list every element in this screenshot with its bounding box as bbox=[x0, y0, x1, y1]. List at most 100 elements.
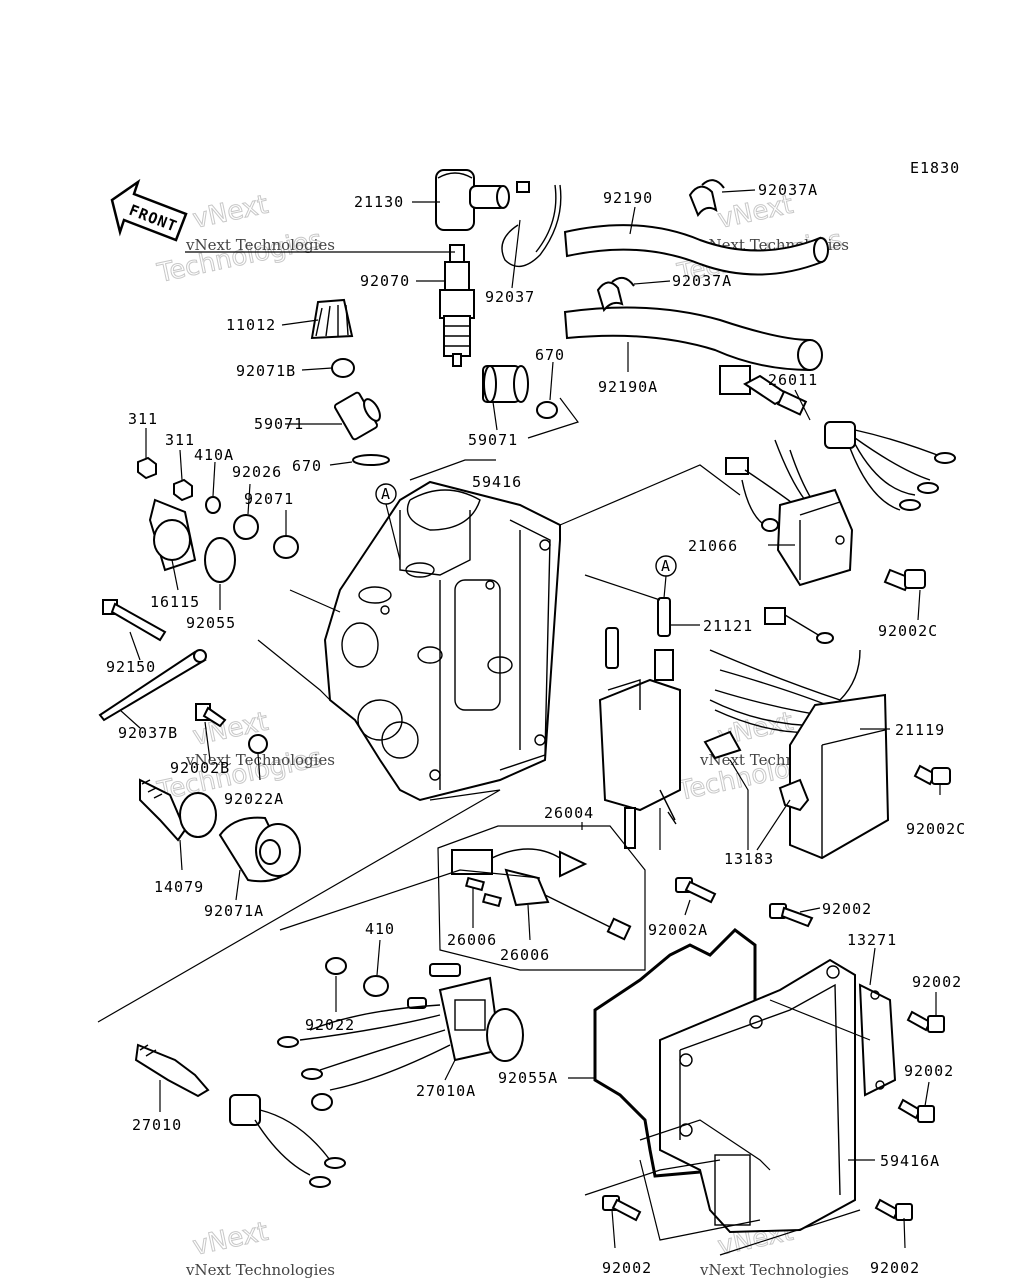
svg-text:vNext Technologies: vNext Technologies bbox=[185, 1261, 335, 1279]
switch-27010A bbox=[277, 963, 524, 1111]
washer-92022A bbox=[248, 734, 268, 754]
label-16115: 16115 bbox=[150, 593, 200, 611]
svg-text:vNext: vNext bbox=[190, 190, 271, 235]
grommet-92071 bbox=[273, 535, 299, 559]
bolt-92002B bbox=[195, 703, 227, 728]
diagram-code: E1830 bbox=[910, 159, 960, 177]
label-26006-a: 26006 bbox=[447, 931, 497, 949]
bolt-92002-bottom-right bbox=[874, 1198, 913, 1221]
plug-16115 bbox=[148, 498, 197, 572]
cdi-unit-21119 bbox=[703, 607, 890, 860]
label-92022A: 92022A bbox=[224, 790, 284, 808]
bolt-92002-bottom-left bbox=[602, 1195, 642, 1222]
hose-92190A bbox=[563, 306, 823, 372]
label-410A: 410A bbox=[194, 446, 234, 464]
label-92022: 92022 bbox=[305, 1016, 355, 1034]
label-92055: 92055 bbox=[186, 614, 236, 632]
bolt-92002A bbox=[675, 877, 717, 904]
label-26011: 26011 bbox=[768, 371, 818, 389]
label-92002A: 92002A bbox=[648, 921, 708, 939]
callout-a-left: A bbox=[375, 483, 401, 561]
strap-92037B bbox=[98, 649, 207, 722]
label-27010A: 27010A bbox=[416, 1082, 476, 1100]
label-92055A: 92055A bbox=[498, 1069, 558, 1087]
ignition-coil-21121 bbox=[598, 597, 681, 849]
bolt-92002-right-b bbox=[897, 1098, 935, 1123]
cable-tie bbox=[501, 181, 562, 268]
label-13183: 13183 bbox=[724, 850, 774, 868]
label-92002-a: 92002 bbox=[822, 900, 872, 918]
label-92026: 92026 bbox=[232, 463, 282, 481]
label-26004: 26004 bbox=[544, 804, 594, 822]
label-311-b: 311 bbox=[165, 431, 195, 449]
spark-plug bbox=[439, 244, 475, 367]
regulator-21066 bbox=[725, 439, 854, 587]
sleeve-92071A bbox=[218, 816, 301, 883]
label-410: 410 bbox=[365, 920, 395, 938]
label-92037: 92037 bbox=[485, 288, 535, 306]
spark-plug-cap bbox=[435, 169, 510, 231]
label-92002-c: 92002 bbox=[904, 1062, 954, 1080]
label-59416A: 59416A bbox=[880, 1152, 940, 1170]
label-59416: 59416 bbox=[472, 473, 522, 491]
label-92002C-top: 92002C bbox=[878, 622, 938, 640]
grommet-92026 bbox=[233, 514, 259, 540]
bolt-92002-right-a bbox=[906, 1010, 945, 1033]
label-92070: 92070 bbox=[360, 272, 410, 290]
label-14079: 14079 bbox=[154, 878, 204, 896]
label-13271: 13271 bbox=[847, 931, 897, 949]
label-92190A: 92190A bbox=[598, 378, 658, 396]
svg-text:vNext: vNext bbox=[190, 1217, 271, 1262]
label-670-mid: 670 bbox=[292, 457, 322, 475]
label-311-a: 311 bbox=[128, 410, 158, 428]
svg-text:vNext Technologies: vNext Technologies bbox=[699, 1261, 849, 1279]
label-21130: 21130 bbox=[354, 193, 404, 211]
watermark-bottom-left: vNext vNext Technologies bbox=[185, 1216, 335, 1279]
cover-59416A bbox=[659, 958, 897, 1234]
label-92037A-top: 92037A bbox=[758, 181, 818, 199]
front-arrow-icon: FRONT bbox=[110, 178, 188, 242]
o-ring-top bbox=[536, 401, 558, 419]
watermark-top-left: vNext Technologies vNext Technologies bbox=[154, 189, 335, 289]
svg-text:A: A bbox=[661, 557, 671, 575]
label-92002-e: 92002 bbox=[870, 1259, 920, 1277]
label-27010: 27010 bbox=[132, 1116, 182, 1134]
washer-92022 bbox=[325, 957, 347, 975]
label-21066: 21066 bbox=[688, 537, 738, 555]
hose-92190 bbox=[563, 224, 829, 276]
label-92002B: 92002B bbox=[170, 759, 230, 777]
box-26004 bbox=[437, 825, 646, 971]
label-11012: 11012 bbox=[226, 316, 276, 334]
sensor-27010 bbox=[134, 1043, 346, 1188]
label-21119: 21119 bbox=[895, 721, 945, 739]
label-92071A: 92071A bbox=[204, 902, 264, 920]
label-92150: 92150 bbox=[106, 658, 156, 676]
washer-410A bbox=[205, 496, 221, 514]
label-92190: 92190 bbox=[603, 189, 653, 207]
label-92037A-mid: 92037A bbox=[672, 272, 732, 290]
svg-text:vNext Technologies: vNext Technologies bbox=[185, 236, 335, 254]
label-59071-left: 59071 bbox=[254, 415, 304, 433]
o-ring-mid bbox=[352, 454, 390, 466]
nut-311-a bbox=[137, 456, 157, 480]
label-670-top: 670 bbox=[535, 346, 565, 364]
label-21121: 21121 bbox=[703, 617, 753, 635]
bolt-92002C-mid bbox=[913, 764, 951, 786]
fitting-14079 bbox=[139, 778, 217, 842]
leader-lines bbox=[97, 189, 941, 1256]
callout-a-right: A bbox=[655, 555, 677, 599]
label-92037B: 92037B bbox=[118, 724, 178, 742]
connector-26011 bbox=[719, 365, 956, 511]
label-59071-right: 59071 bbox=[468, 431, 518, 449]
o-ring-92055 bbox=[204, 537, 236, 583]
fitting-right bbox=[482, 365, 529, 403]
washer-410 bbox=[363, 975, 389, 997]
svg-text:A: A bbox=[381, 485, 391, 503]
label-92071: 92071 bbox=[244, 490, 294, 508]
svg-text:Technologies: Technologies bbox=[154, 225, 325, 289]
part-labels: 21130 92190 92037A 92070 92037 92037A 11… bbox=[106, 181, 965, 1277]
nut-311-b bbox=[173, 478, 193, 502]
grommet bbox=[331, 358, 355, 378]
housing-59416 bbox=[323, 480, 561, 802]
